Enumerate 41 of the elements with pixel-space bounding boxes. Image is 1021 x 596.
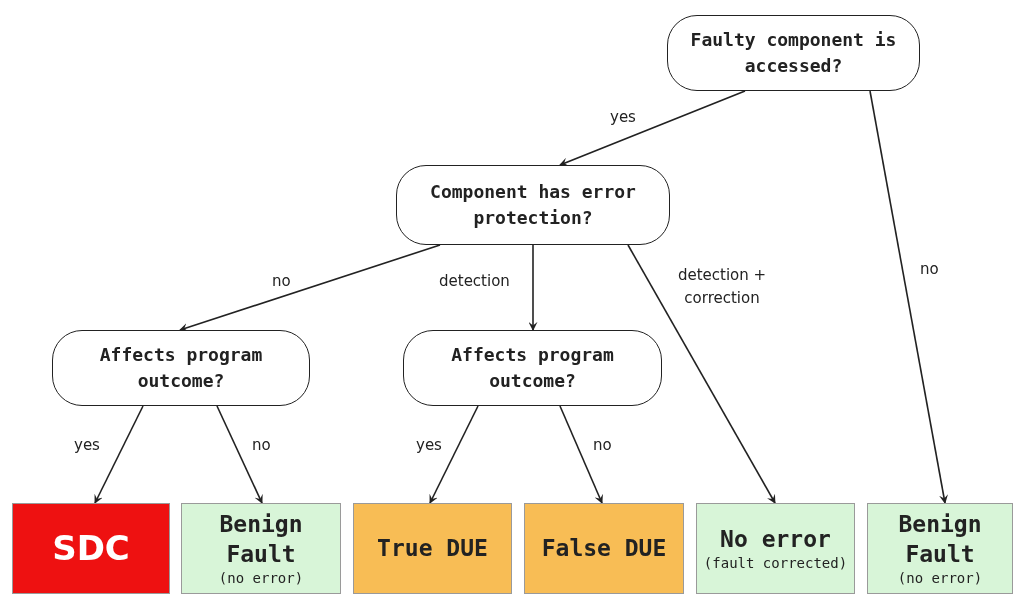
- outcome-note: (fault corrected): [703, 554, 848, 573]
- decision-text: Affects program outcome?: [98, 342, 264, 393]
- arrow: [627, 244, 776, 504]
- decision-box: [52, 330, 310, 406]
- edge-label: yes: [610, 107, 636, 128]
- decision-box: [396, 165, 670, 245]
- outcome-title: True DUE: [377, 533, 488, 563]
- edge-label: yes: [74, 435, 100, 456]
- arrow: [94, 405, 144, 504]
- arrow: [869, 90, 948, 504]
- decision-text: Component has error protection?: [429, 179, 637, 230]
- outcome-note: (no error): [218, 569, 304, 588]
- arrow: [179, 244, 441, 332]
- outcome-box: [867, 503, 1013, 594]
- arrow: [559, 90, 746, 167]
- outcome-box: [353, 503, 512, 594]
- outcome-box: [524, 503, 684, 594]
- arrow: [216, 405, 263, 504]
- edge-label: detection + correction: [677, 265, 767, 309]
- decision-text: Affects program outcome?: [450, 342, 615, 393]
- arrow: [559, 405, 603, 504]
- arrow: [528, 244, 538, 331]
- edge-label: no: [272, 271, 291, 292]
- outcome-title: False DUE: [541, 533, 667, 563]
- edge-label: detection: [439, 271, 510, 292]
- outcome-box: [12, 503, 170, 594]
- edge-label: no: [593, 435, 612, 456]
- outcome-title: Benign Fault: [218, 509, 304, 569]
- edge-label: no: [920, 259, 939, 280]
- decision-text: Faulty component is accessed?: [689, 27, 898, 78]
- outcome-title: SDC: [52, 527, 130, 571]
- arrow: [429, 405, 479, 504]
- edge-label: yes: [416, 435, 442, 456]
- outcome-box: [696, 503, 855, 594]
- decision-box: [667, 15, 920, 91]
- outcome-title: Benign Fault: [897, 509, 983, 569]
- outcome-box: [181, 503, 341, 594]
- decision-box: [403, 330, 662, 406]
- outcome-title: No error: [720, 524, 831, 554]
- edge-label: no: [252, 435, 271, 456]
- outcome-note: (no error): [897, 569, 983, 588]
